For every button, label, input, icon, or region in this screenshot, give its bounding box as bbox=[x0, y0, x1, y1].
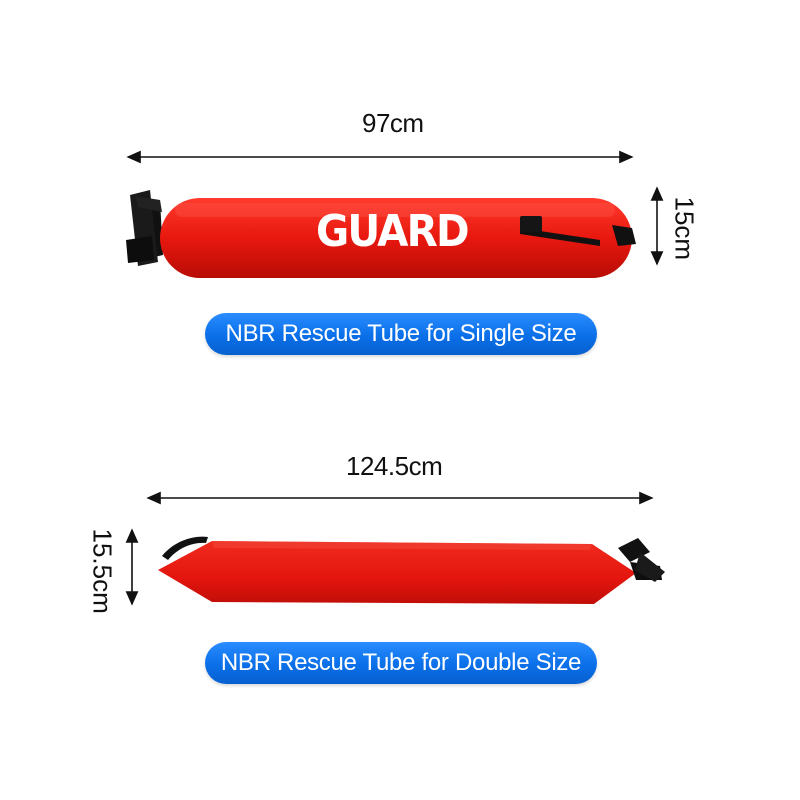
double-left-strap bbox=[162, 536, 208, 560]
single-length-label: 97cm bbox=[362, 108, 424, 138]
double-caption-badge: NBR Rescue Tube for Double Size bbox=[205, 642, 597, 684]
single-height-label: 15cm bbox=[669, 196, 700, 261]
double-tube-body bbox=[158, 541, 636, 604]
single-tube-body bbox=[160, 198, 632, 278]
single-left-strap bbox=[126, 190, 163, 266]
double-right-strap bbox=[618, 538, 665, 582]
double-height-label: 15.5cm bbox=[87, 528, 118, 614]
double-length-label: 124.5cm bbox=[346, 451, 443, 481]
single-caption-badge: NBR Rescue Tube for Single Size bbox=[205, 313, 597, 355]
single-brand-text: GUARD bbox=[316, 206, 470, 257]
single-right-buckle bbox=[520, 216, 636, 246]
